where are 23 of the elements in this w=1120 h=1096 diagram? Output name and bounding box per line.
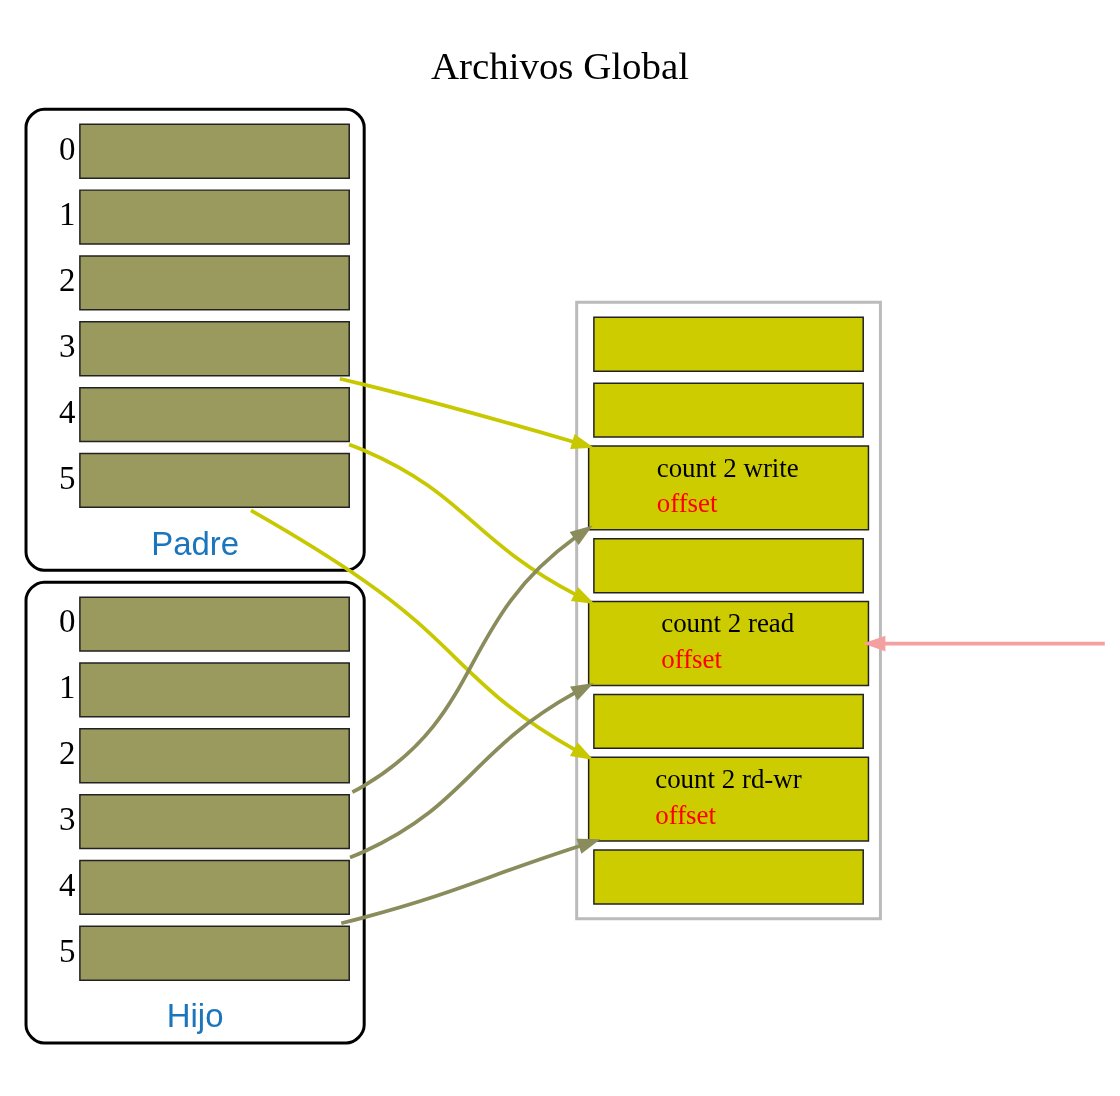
node-label: 4 [58, 866, 76, 903]
node-label: 3 [58, 327, 76, 364]
arrow [250, 508, 594, 760]
node-box: count 2 rd-wr offset [587, 756, 870, 842]
node-label: 0 [58, 130, 76, 167]
node-box: count 2 write offset [587, 444, 870, 531]
arrow [351, 525, 593, 794]
node-label: 4 [58, 393, 76, 430]
arrow [348, 442, 595, 604]
diagram-title: Archivos Global [430, 43, 690, 87]
arrow [340, 838, 601, 925]
node-label: 3 [58, 800, 76, 837]
arrow [339, 376, 594, 449]
node-label: 1 [58, 195, 76, 232]
node-label: 5 [58, 932, 76, 969]
node-label: 5 [58, 459, 76, 496]
node-box: count 2 read offset [587, 600, 870, 686]
arrow [349, 682, 594, 859]
node-label: 2 [58, 734, 76, 771]
node-label: 2 [58, 261, 76, 298]
node-label: 0 [58, 602, 76, 639]
arrow [862, 635, 1105, 651]
node-label: 1 [58, 668, 76, 705]
